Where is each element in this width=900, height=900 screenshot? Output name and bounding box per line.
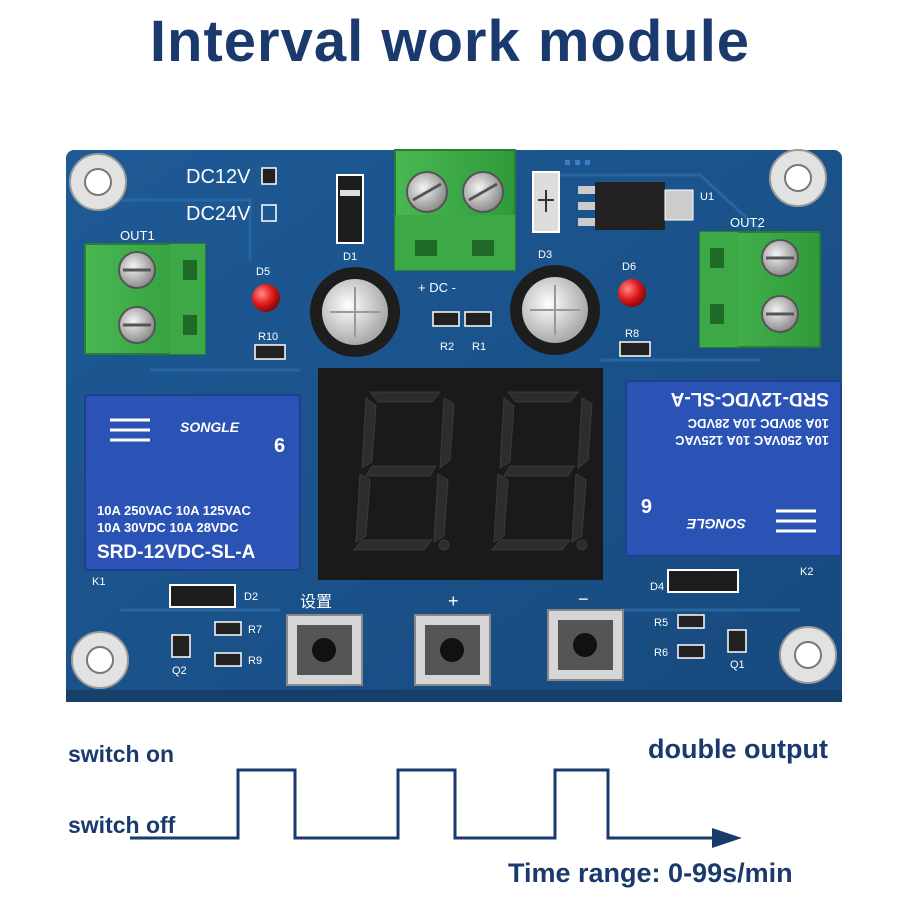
r9-label: R9: [248, 655, 262, 667]
mounting-hole: [69, 153, 127, 211]
transistor-q1: [727, 629, 747, 653]
regulator-u1: [565, 160, 694, 230]
relay-k2-ratings-2: 10A 30VDC 10A 28VDC: [687, 416, 829, 431]
minus-button[interactable]: [547, 609, 624, 681]
power-option-12v: DC12V: [186, 166, 251, 188]
k1-label: K1: [92, 576, 105, 588]
time-range-label: Time range: 0-99s/min: [508, 858, 793, 888]
mounting-hole: [779, 626, 837, 684]
d2-label: D2: [244, 591, 258, 603]
out1-label: OUT1: [120, 228, 155, 243]
led-d5: [252, 284, 280, 312]
capacitor-right: [510, 265, 600, 355]
dc-input-terminal: [394, 149, 516, 271]
r7-label: R7: [248, 624, 262, 636]
d1-label: D1: [343, 251, 357, 263]
relay-k2-ratings-1: 10A 250VAC 10A 125VAC: [674, 433, 829, 448]
capacitor-left: [310, 267, 400, 357]
k2-label: K2: [800, 566, 813, 578]
button-minus-label: −: [578, 589, 589, 609]
waveform-arrow-icon: [712, 828, 742, 848]
button-plus-label: +: [448, 591, 459, 611]
transistor-q2: [171, 634, 191, 658]
led-d6: [618, 279, 646, 307]
r1-label: R1: [472, 341, 486, 353]
relay-k1-brand: SONGLE: [180, 419, 240, 435]
mounting-hole: [769, 149, 827, 207]
d3-label: D3: [538, 249, 552, 261]
r5-label: R5: [654, 617, 668, 629]
out2-terminal: [699, 231, 821, 348]
mounting-hole: [71, 631, 129, 689]
button-set-label: 设置: [300, 593, 332, 611]
dc-label: + DC -: [418, 280, 456, 295]
r2-label: R2: [440, 341, 454, 353]
relay-k1-model: SRD-12VDC-SL-A: [97, 542, 256, 563]
relay-k1-ratings-1: 10A 250VAC 10A 125VAC: [97, 503, 252, 518]
set-button[interactable]: [286, 614, 363, 686]
out2-label: OUT2: [730, 215, 765, 230]
relay-k1-pins: 6: [274, 435, 285, 457]
out1-terminal: [84, 243, 206, 355]
r6-label: R6: [654, 647, 668, 659]
d6-label: D6: [622, 261, 636, 273]
relay-k1: SONGLE 6 10A 250VAC 10A 125VAC 10A 30VDC…: [84, 394, 301, 571]
relay-k2-model: SRD-12VDC-SL-A: [670, 388, 829, 409]
switch-on-label: switch on: [68, 741, 175, 767]
d5-label: D5: [256, 266, 270, 278]
relay-k1-ratings-2: 10A 30VDC 10A 28VDC: [97, 520, 239, 535]
diode-d1: [336, 174, 364, 244]
switch-off-label: switch off: [68, 812, 176, 838]
power-option-24v: DC24V: [186, 203, 251, 225]
relay-k2-brand: SONGLE: [686, 516, 746, 532]
r10-label: R10: [258, 331, 278, 343]
diode-d4: [667, 569, 739, 593]
u1-label: U1: [700, 191, 714, 203]
diode-d2: [169, 584, 236, 608]
relay-k2: SONGLE 6 10A 250VAC 10A 125VAC 10A 30VDC…: [625, 380, 842, 557]
q1-label: Q1: [730, 659, 745, 671]
page-title: Interval work module: [149, 9, 751, 74]
plus-button[interactable]: [414, 614, 491, 686]
double-output-label: double output: [648, 734, 828, 764]
r8-label: R8: [625, 328, 639, 340]
d4-label: D4: [650, 581, 664, 593]
relay-k2-pins: 6: [641, 494, 652, 516]
seven-segment-display: [318, 368, 603, 580]
timing-waveform: [130, 768, 725, 840]
q2-label: Q2: [172, 665, 187, 677]
